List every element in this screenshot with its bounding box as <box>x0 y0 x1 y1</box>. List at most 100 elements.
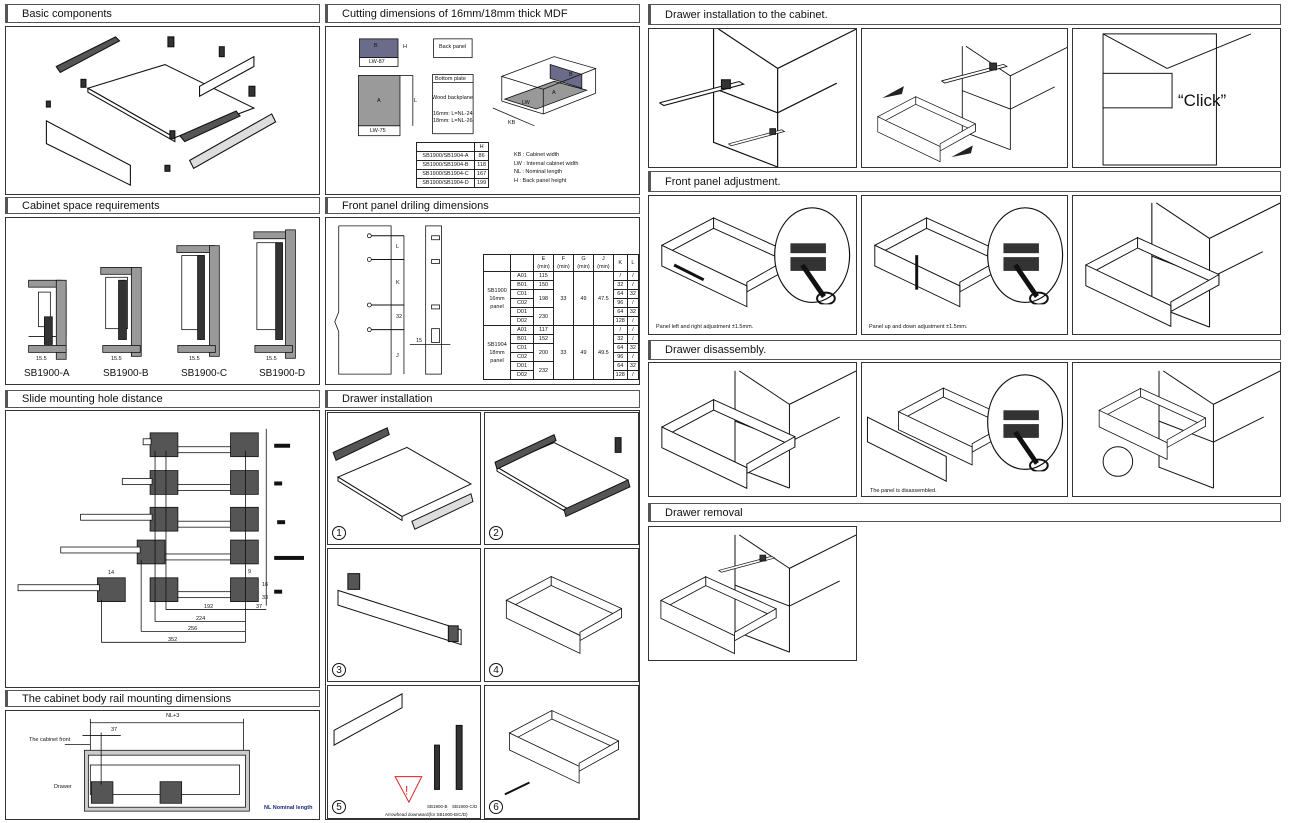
section-header-cutting: Cutting dimensions of 16mm/18mm thick MD… <box>325 4 640 23</box>
k-cell: 128 <box>612 370 628 380</box>
back-panel <box>199 55 255 98</box>
section-title: The cabinet body rail mounting dimension… <box>22 692 232 705</box>
section-title: Cabinet space requirements <box>22 199 160 212</box>
h-table-cell: 118 <box>473 160 490 170</box>
g-cell: 49 <box>572 271 595 326</box>
h-table-cell: 86 <box>473 151 490 161</box>
drilling-header: E (min) <box>533 254 554 272</box>
dim-37: 37 <box>111 727 118 733</box>
drilling-header: F (min) <box>552 254 574 272</box>
slide-row <box>17 577 259 603</box>
drilling-header: L <box>626 254 639 272</box>
arrowhead-note: Arrowhead downward(for SB1900-B/C/D) <box>385 812 468 817</box>
section-header-removal: Drawer removal <box>648 503 1281 522</box>
code-cell: A01 <box>510 325 534 335</box>
k-cell: 96 <box>612 352 628 362</box>
cabinet-space-illustration <box>28 229 296 360</box>
l-label: L <box>414 98 418 104</box>
l-cell: 32 <box>626 343 639 353</box>
label-k: K <box>396 280 400 286</box>
dim-15-5: 15.5 <box>36 356 47 362</box>
lw-87-label: LW-87 <box>369 59 385 65</box>
iso-lw-label: LW <box>522 100 530 106</box>
step-5-cell: ! 5 SB1900-B SB1900-C/D Arrowhead downwa… <box>327 685 481 819</box>
step-number-6: 6 <box>489 800 503 814</box>
label-j: J <box>396 353 399 359</box>
section-title: Front panel adjustment. <box>665 175 781 188</box>
section-header-slide-hole: Slide mounting hole distance <box>5 390 320 408</box>
dim-16: 16 <box>262 582 269 588</box>
section-title: Front panel driling dimensions <box>342 199 489 212</box>
adjust-up-down: Panel up and down adjustment ±1.5mm. <box>861 195 1068 335</box>
label-l: L <box>396 244 400 250</box>
f-cell: 33 <box>552 271 574 326</box>
code-cell: D01 <box>510 307 534 317</box>
dim-352: 352 <box>168 637 178 643</box>
iso-a-label: A <box>552 90 556 96</box>
section-header-drilling: Front panel driling dimensions <box>325 197 640 214</box>
adjust-caption-left-right: Panel left and right adjustment ±1.5mm. <box>656 324 754 330</box>
warning-icon: ! <box>405 783 408 797</box>
slide-row <box>60 539 259 565</box>
section-title: Slide mounting hole distance <box>22 393 163 405</box>
h-table-cell: SB1900/SB1904-B <box>416 160 475 170</box>
removal-illustration <box>648 526 857 661</box>
h-header: H <box>473 142 490 152</box>
step-6-cell: 6 <box>484 685 639 819</box>
e-cell: 115 <box>533 271 554 281</box>
k-cell: 96 <box>612 298 628 308</box>
code-cell: D01 <box>510 361 534 371</box>
slide-hole-illustration <box>17 428 304 643</box>
disassembly-step-1 <box>648 362 857 497</box>
l-cell: 32 <box>626 361 639 371</box>
drawer-installation-panel: 1 2 3 4 ! 5 SB1900-B SB1900-C/D Arrowhea… <box>325 410 640 820</box>
h-table-cell: SB1900/SB1904-A <box>416 151 475 161</box>
drilling-header: G (min) <box>572 254 595 272</box>
disassembly-step-3 <box>1072 362 1281 497</box>
front-panel <box>45 119 131 186</box>
code-cell: C01 <box>510 289 534 299</box>
slide-row <box>142 432 259 458</box>
disassembly-step-2: The panel is disassembled. <box>861 362 1068 497</box>
section-header-rail: The cabinet body rail mounting dimension… <box>5 690 320 707</box>
section-title: Drawer installation <box>342 393 433 405</box>
e-cell: 200 <box>533 343 554 362</box>
dim-15-5: 15.5 <box>111 356 122 362</box>
section-title: Drawer removal <box>665 506 743 519</box>
e-cell: 198 <box>533 289 554 308</box>
step-number-3: 3 <box>332 663 346 677</box>
l-cell: / <box>626 271 639 281</box>
section-header-adjust: Front panel adjustment. <box>648 171 1281 192</box>
code-cell: C02 <box>510 298 534 308</box>
drilling-panel: L K 32 J 15 E (min)F (min)G (min)J (min)… <box>325 217 640 385</box>
adjust-left-right: Panel left and right adjustment ±1.5mm. <box>648 195 857 335</box>
section-title: Drawer installation to the cabinet. <box>665 8 828 21</box>
label-15: 15 <box>416 338 423 344</box>
dim-9: 9 <box>248 569 252 575</box>
j-cell: 47.5 <box>593 271 614 326</box>
code-cell: A01 <box>510 271 534 281</box>
dim-15-5: 15.5 <box>189 356 200 362</box>
model-label: SB1900-C <box>181 368 228 379</box>
model-label: SB1900-B <box>103 368 149 379</box>
dim-37: 37 <box>256 604 263 610</box>
step-number-1: 1 <box>332 526 346 540</box>
legend: KB : Cabinet width LW : Internal cabinet… <box>514 151 578 185</box>
step-number-2: 2 <box>489 526 503 540</box>
cabinet-install-step-3: “Click” <box>1072 28 1281 168</box>
dim-15-5: 15.5 <box>266 356 277 362</box>
f-cell: 33 <box>552 325 574 380</box>
cabinet-front-label: The cabinet front <box>29 737 71 743</box>
click-label: “Click” <box>1178 91 1227 110</box>
dim-14: 14 <box>108 570 115 576</box>
k-cell: 64 <box>612 307 628 317</box>
section-title: Basic components <box>22 7 112 20</box>
formula-16mm: 16mm: L=NL-24 <box>433 111 473 117</box>
bottom-plate-label: Bottom plate <box>435 76 466 82</box>
step-number-4: 4 <box>489 663 503 677</box>
